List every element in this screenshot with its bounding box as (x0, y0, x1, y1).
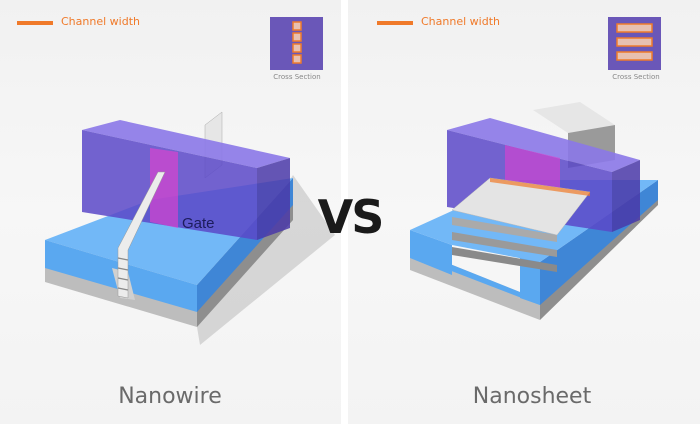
gate-side (257, 158, 290, 240)
shadow (197, 175, 335, 345)
gate-top (82, 120, 290, 168)
nanosheet-device (410, 102, 658, 320)
nanowire-cross-section-icon (292, 21, 302, 64)
cross-section-label: Cross Section (612, 73, 660, 81)
nanosheet-stack-back (533, 102, 615, 133)
nanowire-cross-section (270, 17, 323, 70)
nanowire-stack-front (117, 171, 166, 299)
nanosheet-stack-front (451, 177, 591, 272)
nanowire-title: Nanowire (118, 384, 222, 409)
cross-section-label: Cross Section (273, 73, 321, 81)
gate-side (612, 160, 640, 232)
channel-width-legend-label: Channel width (421, 15, 500, 28)
nanosheet-title: Nanosheet (472, 384, 592, 409)
channel-width-legend-label: Channel width (61, 15, 140, 28)
gate-top (447, 118, 640, 172)
nanowire-device: Gate (45, 111, 335, 345)
channel-width-legend-line (17, 21, 53, 25)
gate-label: Gate (182, 215, 215, 232)
nanosheet-cross-section (608, 17, 661, 70)
channel-region (150, 148, 178, 228)
nanosheet-cross-section-icon (616, 23, 653, 61)
channel-width-legend-line (377, 21, 413, 25)
vs-label: VS (317, 190, 385, 244)
